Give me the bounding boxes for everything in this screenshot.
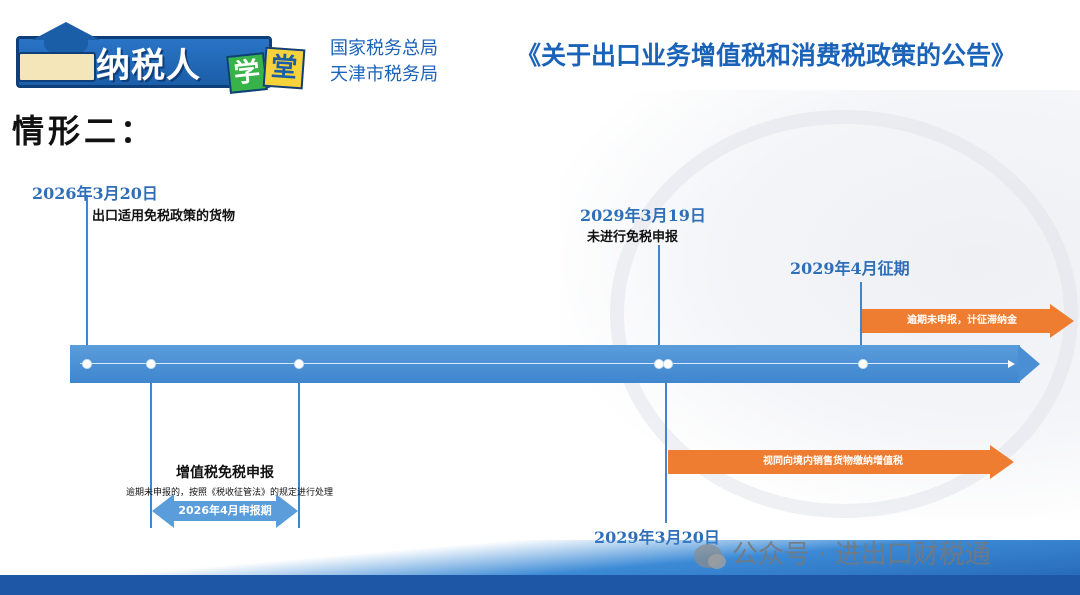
event1-date: 2026年3月20日 <box>32 184 158 203</box>
graduation-cap-icon <box>32 22 100 40</box>
logo-tang-block: 堂 <box>262 46 306 90</box>
logo: 纳税人 学 堂 <box>14 22 306 94</box>
timeline-node <box>294 359 304 369</box>
wechat-icon <box>694 543 726 569</box>
declaration-period-label: 2026年4月申报期 <box>178 504 272 517</box>
timeline-center-line <box>80 363 1010 364</box>
domestic-sale-arrow: 视同向境内销售货物缴纳增值税 <box>668 445 1014 479</box>
connector-period-start <box>150 383 152 528</box>
declaration-period-arrow: 2026年4月申报期 <box>152 494 298 528</box>
document-title: 《关于出口业务增值税和消费税政策的公告》 <box>516 41 1017 70</box>
late-fee-arrow: 逾期未申报，计征滞纳金 <box>862 304 1074 338</box>
declaration-note: 逾期未申报的，按照《税收征管法》的规定进行处理 <box>126 488 334 498</box>
event2-description: 未进行免税申报 <box>587 230 679 245</box>
declaration-title: 增值税免税申报 <box>176 465 274 481</box>
connector-event1 <box>86 195 88 345</box>
late-fee-label: 逾期未申报，计征滞纳金 <box>907 315 1017 326</box>
event3-date: 2029年4月征期 <box>790 259 910 278</box>
connector-event3 <box>860 282 862 345</box>
logo-xue-block: 学 <box>226 52 268 94</box>
timeline-node <box>146 359 156 369</box>
connector-event2 <box>658 245 660 345</box>
timeline-node <box>663 359 673 369</box>
case-title: 情形二： <box>12 112 157 150</box>
footer-band-dark <box>0 575 1080 595</box>
event2-date: 2029年3月19日 <box>580 206 706 225</box>
org-line-2: 天津市税务局 <box>330 64 438 85</box>
graduation-cap-base <box>44 38 88 52</box>
organization-name: 国家税务总局 天津市税务局 <box>330 36 438 88</box>
watermark-text: 公众号 · 进出口财税通 <box>732 540 991 570</box>
connector-period-end <box>298 383 300 528</box>
logo-text: 纳税人 <box>96 46 201 86</box>
event1-description: 出口适用免税政策的货物 <box>92 209 236 224</box>
timeline-node <box>82 359 92 369</box>
timeline-axis-arrowhead <box>1018 345 1040 383</box>
timeline-line-tip <box>1008 360 1015 368</box>
timeline-axis <box>70 345 1020 383</box>
watermark: 公众号 · 进出口财税通 <box>694 534 991 571</box>
connector-event4 <box>665 383 667 523</box>
book-icon <box>18 52 96 82</box>
org-line-1: 国家税务总局 <box>330 38 438 59</box>
timeline-node <box>858 359 868 369</box>
domestic-sale-label: 视同向境内销售货物缴纳增值税 <box>763 456 903 467</box>
